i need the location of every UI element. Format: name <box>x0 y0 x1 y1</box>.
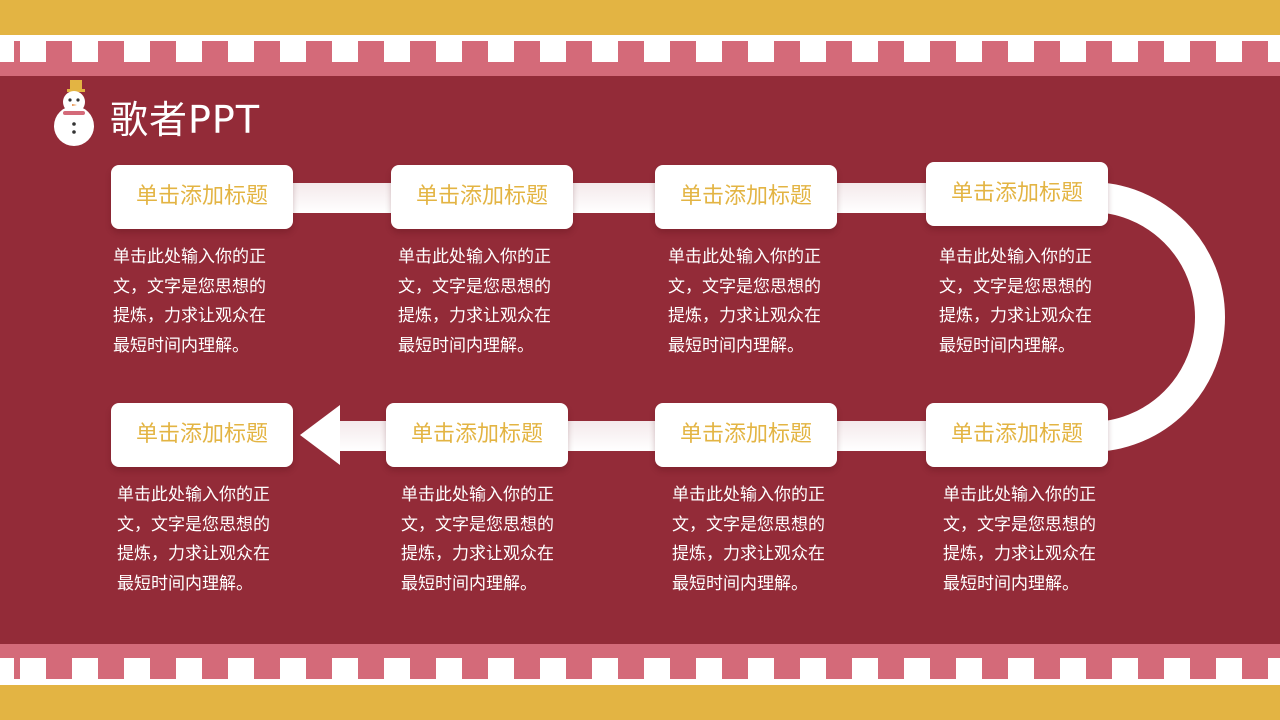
step-description-1: 单击此处输入你的正 文，文字是您思想的 提炼，力求让观众在 最短时间内理解。 <box>113 243 293 361</box>
desc-line: 最短时间内理解。 <box>398 335 534 356</box>
desc-line: 提炼，力求让观众在 <box>117 544 270 564</box>
step-card-4[interactable]: 单击添加标题 <box>926 162 1108 226</box>
desc-line: 文，文字是您思想的 <box>668 276 821 297</box>
step-description-8: 单击此处输入你的正 文，文字是您思想的 提炼，力求让观众在 最短时间内理解。 <box>117 481 297 599</box>
curve-path-band <box>1089 182 1225 452</box>
desc-line: 文，文字是您思想的 <box>113 276 266 297</box>
desc-line: 最短时间内理解。 <box>943 573 1079 594</box>
desc-line: 提炼，力求让观众在 <box>401 544 554 564</box>
step-title: 单击添加标题 <box>135 422 268 447</box>
step-description-2: 单击此处输入你的正 文，文字是您思想的 提炼，力求让观众在 最短时间内理解。 <box>398 243 578 361</box>
desc-line: 单击此处输入你的正 <box>672 485 825 505</box>
step-description-7: 单击此处输入你的正 文，文字是您思想的 提炼，力求让观众在 最短时间内理解。 <box>401 481 581 599</box>
desc-line: 文，文字是您思想的 <box>943 514 1096 535</box>
bottom-white-band <box>0 679 1280 685</box>
desc-line: 最短时间内理解。 <box>672 573 808 594</box>
desc-line: 提炼，力求让观众在 <box>943 544 1096 564</box>
desc-line: 文，文字是您思想的 <box>939 276 1092 297</box>
bottom-checker-border <box>0 644 1280 679</box>
step-card-3[interactable]: 单击添加标题 <box>655 165 837 229</box>
step-card-5[interactable]: 单击添加标题 <box>926 403 1108 467</box>
desc-line: 提炼，力求让观众在 <box>113 306 266 326</box>
top-gold-band <box>0 0 1280 35</box>
step-title: 单击添加标题 <box>415 184 548 209</box>
desc-line: 文，文字是您思想的 <box>401 514 554 535</box>
step-card-1[interactable]: 单击添加标题 <box>111 165 293 229</box>
bottom-gold-band <box>0 685 1280 720</box>
desc-line: 文，文字是您思想的 <box>398 276 551 297</box>
desc-line: 提炼，力求让观众在 <box>939 306 1092 326</box>
top-path-band <box>280 183 940 213</box>
step-title: 单击添加标题 <box>679 184 812 209</box>
step-card-7[interactable]: 单击添加标题 <box>386 403 568 467</box>
step-title: 单击添加标题 <box>950 181 1083 206</box>
desc-line: 提炼，力求让观众在 <box>672 544 825 564</box>
page-title: 歌者PPT <box>110 98 261 142</box>
step-description-4: 单击此处输入你的正 文，文字是您思想的 提炼，力求让观众在 最短时间内理解。 <box>939 243 1119 361</box>
top-white-band <box>0 35 1280 41</box>
step-title: 单击添加标题 <box>679 422 812 447</box>
step-description-3: 单击此处输入你的正 文，文字是您思想的 提炼，力求让观众在 最短时间内理解。 <box>668 243 848 361</box>
desc-line: 最短时间内理解。 <box>117 573 253 594</box>
desc-line: 单击此处输入你的正 <box>113 247 266 267</box>
desc-line: 提炼，力求让观众在 <box>668 306 821 326</box>
snowman-icon <box>54 80 94 146</box>
step-title: 单击添加标题 <box>950 422 1083 447</box>
desc-line: 单击此处输入你的正 <box>668 247 821 267</box>
step-card-6[interactable]: 单击添加标题 <box>655 403 837 467</box>
step-description-5: 单击此处输入你的正 文，文字是您思想的 提炼，力求让观众在 最短时间内理解。 <box>943 481 1123 599</box>
desc-line: 提炼，力求让观众在 <box>398 306 551 326</box>
step-card-2[interactable]: 单击添加标题 <box>391 165 573 229</box>
desc-line: 文，文字是您思想的 <box>117 514 270 535</box>
desc-line: 单击此处输入你的正 <box>401 485 554 505</box>
desc-line: 最短时间内理解。 <box>668 335 804 356</box>
desc-line: 最短时间内理解。 <box>401 573 537 594</box>
top-checker-border <box>0 41 1280 76</box>
step-card-8[interactable]: 单击添加标题 <box>111 403 293 467</box>
step-title: 单击添加标题 <box>135 184 268 209</box>
desc-line: 单击此处输入你的正 <box>943 485 1096 505</box>
desc-line: 单击此处输入你的正 <box>939 247 1092 267</box>
desc-line: 单击此处输入你的正 <box>117 485 270 505</box>
step-description-6: 单击此处输入你的正 文，文字是您思想的 提炼，力求让观众在 最短时间内理解。 <box>672 481 852 599</box>
step-title: 单击添加标题 <box>410 422 543 447</box>
desc-line: 最短时间内理解。 <box>939 335 1075 356</box>
desc-line: 单击此处输入你的正 <box>398 247 551 267</box>
desc-line: 文，文字是您思想的 <box>672 514 825 535</box>
desc-line: 最短时间内理解。 <box>113 335 249 356</box>
arrow-left-icon <box>300 405 340 465</box>
